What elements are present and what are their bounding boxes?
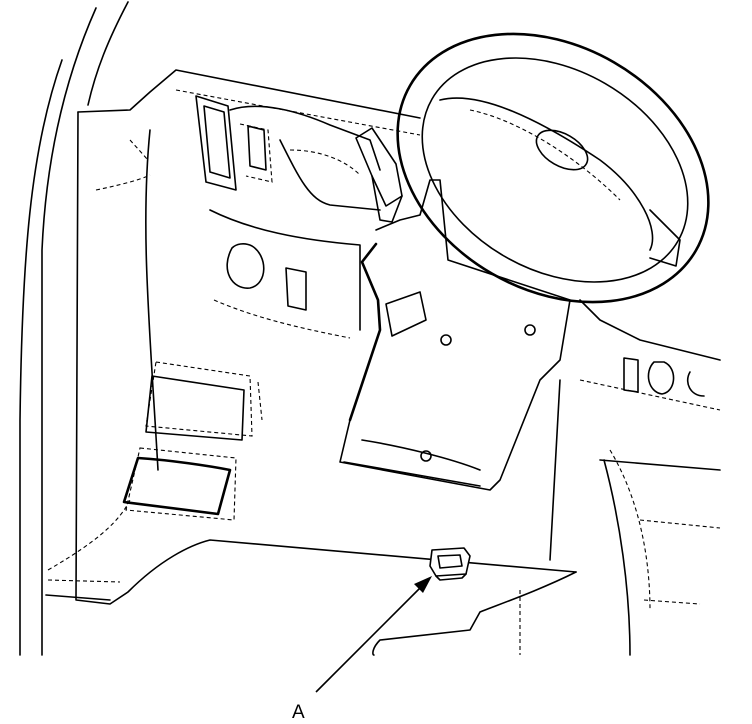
lower-cover: [372, 571, 577, 656]
left-vent: [195, 95, 273, 191]
left-pillar: [19, 1, 129, 656]
steering-wheel: [396, 32, 710, 304]
dashboard-body: [45, 69, 577, 605]
steering-column-cover: [339, 179, 571, 491]
callout-leader-a: [315, 576, 432, 693]
meter-hood: [229, 105, 381, 211]
callout-label-a: A: [292, 702, 305, 723]
connector-a: [429, 547, 471, 581]
left-switch-panel: [209, 209, 361, 339]
lower-left-pockets: [122, 361, 263, 521]
combination-switch-lever: [355, 127, 403, 223]
right-side-panel: [549, 299, 721, 656]
